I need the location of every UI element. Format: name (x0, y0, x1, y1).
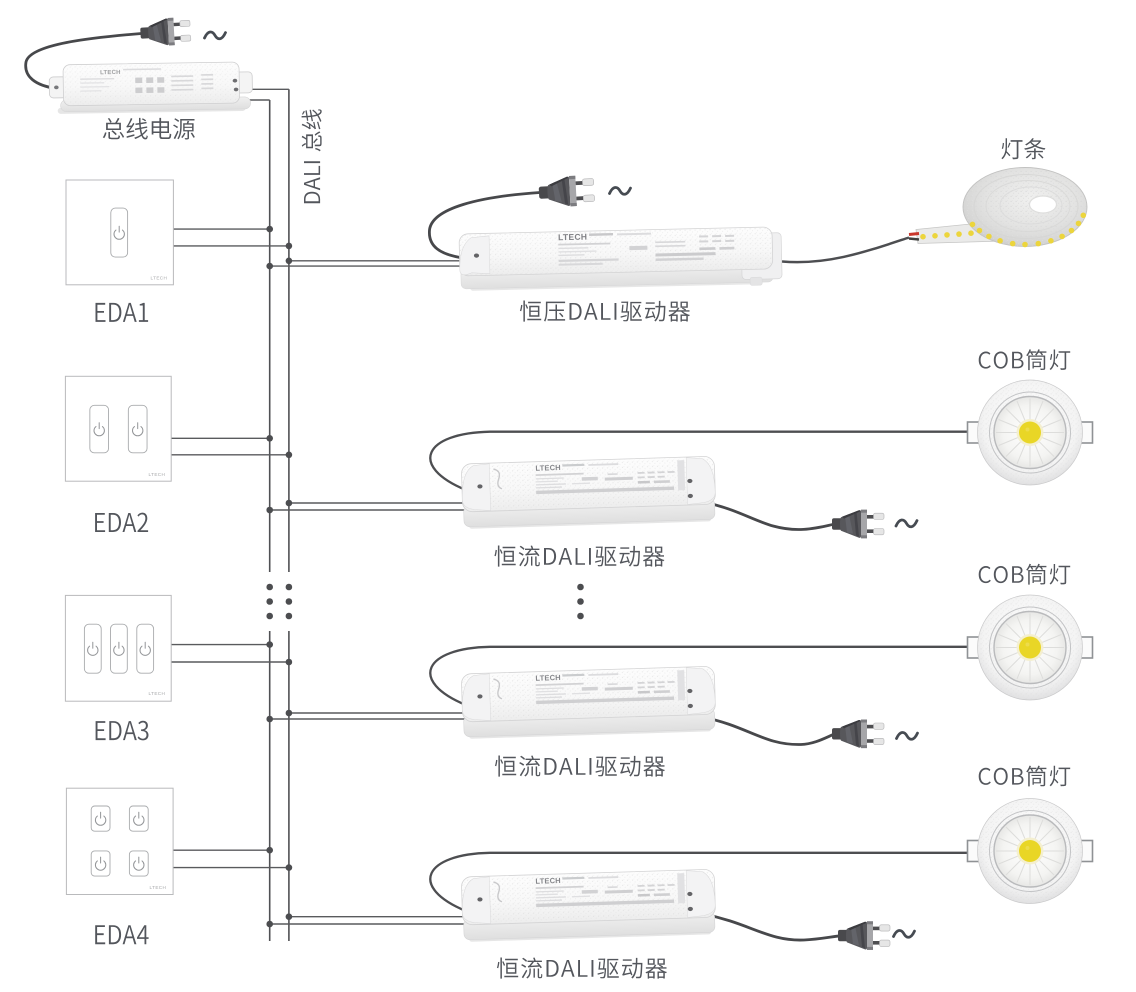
svg-text:LTECH: LTECH (151, 276, 168, 281)
svg-text:LTECH: LTECH (149, 472, 166, 477)
svg-text:LTECH: LTECH (150, 885, 167, 890)
svg-text:LTECH: LTECH (100, 70, 121, 76)
svg-text:LTECH: LTECH (558, 232, 587, 243)
svg-text:LTECH: LTECH (149, 691, 166, 696)
